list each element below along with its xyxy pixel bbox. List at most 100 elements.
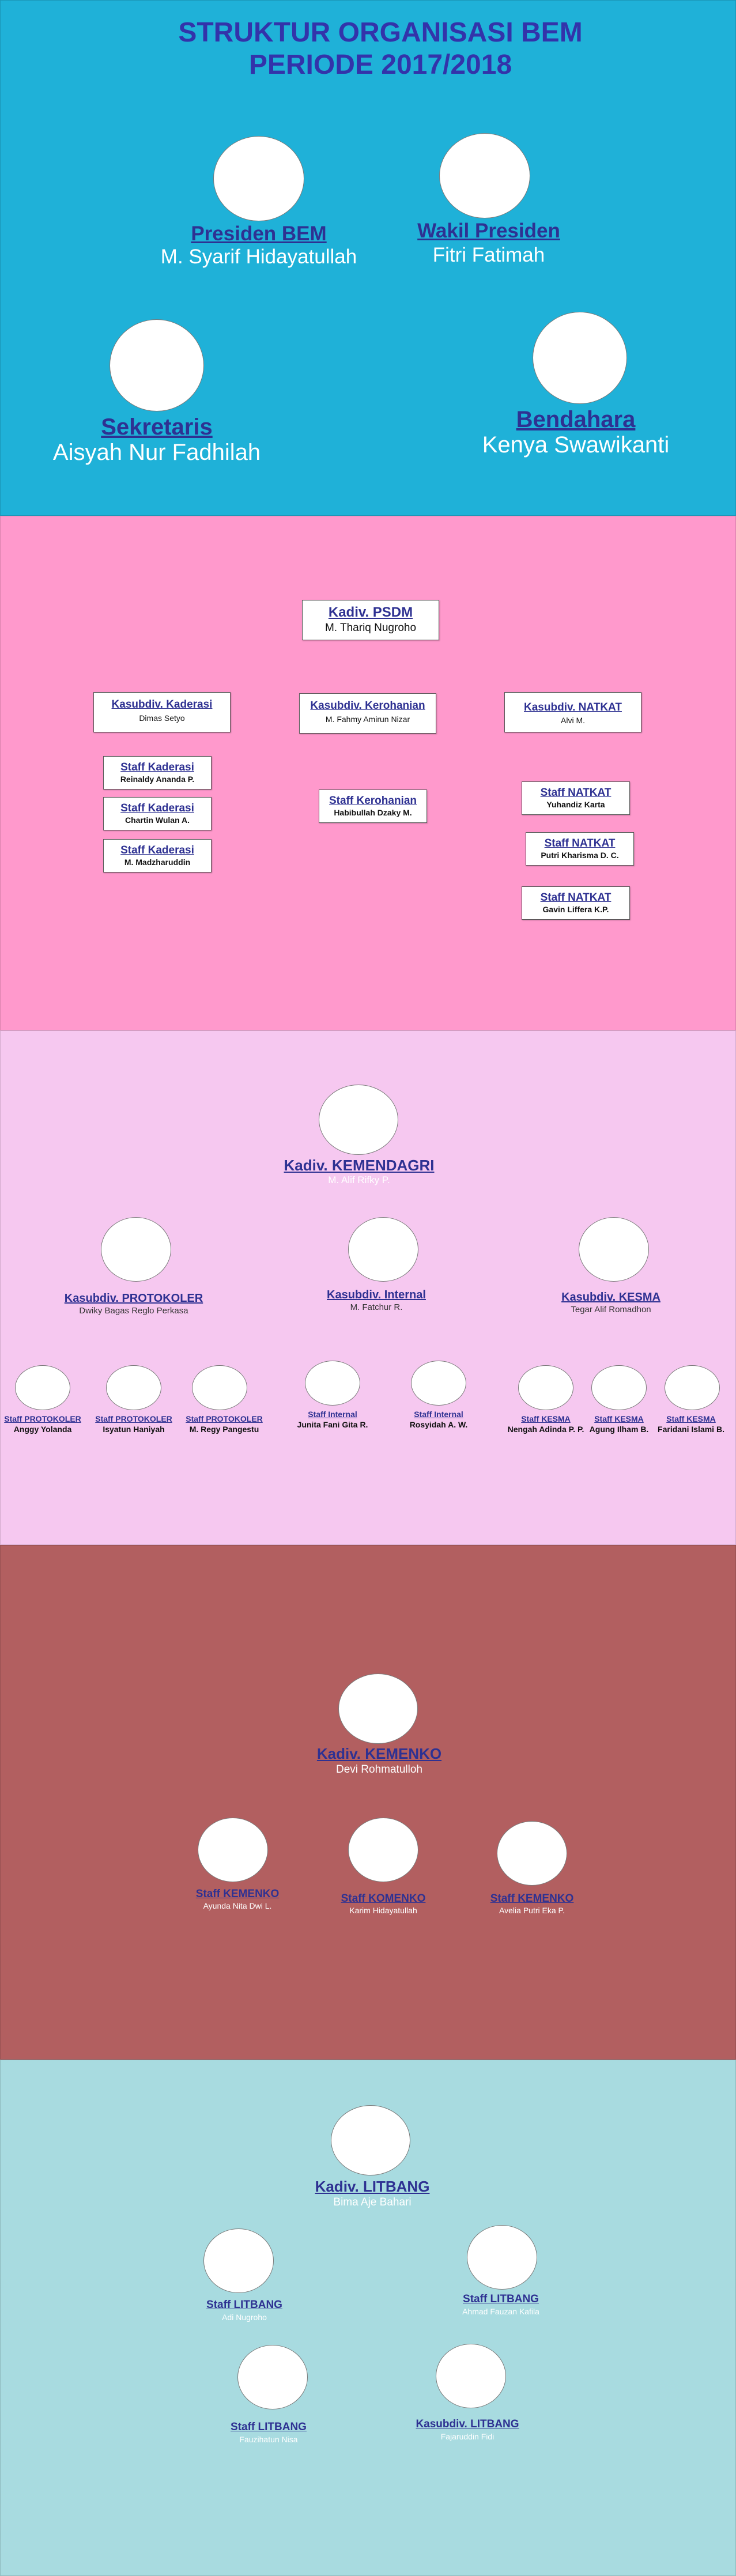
staff-kerohanian-role[interactable]: Staff Kerohanian [329, 795, 417, 807]
staff-role[interactable]: Staff PROTOKOLER [4, 1414, 81, 1423]
kasubdiv-kerohanian-name: M. Fahmy Amirun Nizar [325, 715, 410, 724]
litbang-member-photo [237, 2345, 308, 2409]
kadiv-litbang-card: Kadiv. LITBANG Bima Aje Bahari [315, 2178, 430, 2210]
staff-kaderasi-box: Staff Kaderasi Reinaldy Ananda P. [103, 756, 212, 790]
presiden-name: M. Syarif Hidayatullah [160, 245, 357, 268]
staff-kaderasi-role[interactable]: Staff Kaderasi [120, 761, 194, 773]
staff-kemenko-role[interactable]: Staff KEMENKO [490, 1893, 574, 1905]
staff-kaderasi-box: Staff Kaderasi M. Madzharuddin [103, 839, 212, 872]
staff-kerohanian-name: Habibullah Dzaky M. [334, 808, 412, 817]
staff-role[interactable]: Staff Internal [414, 1410, 463, 1419]
staff-kaderasi-role[interactable]: Staff Kaderasi [120, 802, 194, 814]
staff-photo [106, 1365, 161, 1410]
sekretaris-card: Sekretaris Aisyah Nur Fadhilah [53, 414, 261, 465]
staff-photo [15, 1365, 70, 1410]
kadiv-litbang-name: Bima Aje Bahari [333, 2196, 412, 2208]
litbang-member-name: Fauzihatun Nisa [239, 2435, 298, 2444]
staff-role[interactable]: Staff PROTOKOLER [95, 1414, 172, 1423]
sekretaris-role[interactable]: Sekretaris [101, 414, 213, 440]
staff-kemenko-role[interactable]: Staff KEMENKO [195, 1888, 280, 1900]
kasubdiv-protokoler-name: Dwiky Bagas Reglo Perkasa [79, 1306, 188, 1316]
wakil-presiden-card: Wakil Presiden Fitri Fatimah [417, 220, 560, 268]
wakil-presiden-name: Fitri Fatimah [432, 244, 545, 266]
presiden-photo [213, 136, 304, 221]
staff-role[interactable]: Staff KESMA [521, 1414, 571, 1423]
litbang-member-photo [467, 2225, 537, 2290]
kadiv-psdm-box: Kadiv. PSDM M. Thariq Nugroho [302, 600, 439, 640]
staff-natkat-role[interactable]: Staff NATKAT [544, 837, 616, 849]
staff-card: Staff Internal Rosyidah A. W. [410, 1409, 468, 1430]
staff-card: Staff KESMA Faridani Islami B. [658, 1414, 724, 1434]
staff-name: Agung Ilham B. [589, 1425, 649, 1434]
staff-natkat-box: Staff NATKAT Yuhandiz Karta [522, 781, 630, 815]
staff-kemenko-photo [497, 1821, 567, 1886]
kasubdiv-kerohanian-role[interactable]: Kasubdiv. Kerohanian [310, 700, 425, 712]
staff-name: Faridani Islami B. [658, 1425, 724, 1434]
staff-natkat-name: Putri Kharisma D. C. [541, 851, 619, 860]
staff-natkat-box: Staff NATKAT Gavin Liffera K.P. [522, 886, 630, 920]
litbang-member-photo [436, 2344, 506, 2408]
staff-name: Junita Fani Gita R. [297, 1420, 368, 1429]
staff-kemenko-name: Karim Hidayatullah [349, 1906, 417, 1915]
kasubdiv-natkat-name: Alvi M. [561, 716, 585, 725]
presiden-card: Presiden BEM M. Syarif Hidayatullah [161, 222, 357, 269]
wakil-presiden-photo [439, 133, 530, 218]
kadiv-kemenko-photo [338, 1674, 418, 1744]
section-pengurus-inti: STRUKTUR ORGANISASI BEM PERIODE 2017/201… [0, 0, 736, 516]
litbang-member-name: Ahmad Fauzan Kafila [462, 2307, 539, 2316]
kasubdiv-internal-role[interactable]: Kasubdiv. Internal [327, 1289, 426, 1301]
kadiv-litbang-role[interactable]: Kadiv. LITBANG [315, 2178, 430, 2195]
staff-card: Staff KESMA Nengah Adinda P. P. [508, 1414, 584, 1434]
staff-kemenko-name: Avelia Putri Eka P. [499, 1906, 565, 1915]
staff-natkat-role[interactable]: Staff NATKAT [540, 892, 612, 904]
kadiv-kemenko-role[interactable]: Kadiv. KEMENKO [316, 1745, 442, 1762]
kadiv-kemenko-card: Kadiv. KEMENKO Devi Rohmatulloh [317, 1745, 441, 1777]
kasubdiv-kesma-photo [579, 1217, 649, 1282]
section-kemenko: Kadiv. KEMENKO Devi Rohmatulloh Staff KE… [0, 1545, 736, 2060]
staff-role[interactable]: Staff Internal [308, 1410, 357, 1419]
staff-kemenko-card: Staff KEMENKO Avelia Putri Eka P. [490, 1893, 574, 1916]
bendahara-role[interactable]: Bendahara [516, 407, 636, 432]
staff-photo [192, 1365, 247, 1410]
staff-kaderasi-name: M. Madzharuddin [124, 858, 191, 867]
staff-kaderasi-name: Reinaldy Ananda P. [120, 775, 195, 784]
staff-kemenko-photo [348, 1818, 418, 1882]
presiden-role[interactable]: Presiden BEM [191, 222, 327, 245]
kasubdiv-protokoler-photo [101, 1217, 171, 1282]
kasubdiv-protokoler-role[interactable]: Kasubdiv. PROTOKOLER [64, 1292, 203, 1305]
kadiv-psdm-name: M. Thariq Nugroho [324, 622, 417, 634]
kadiv-kemendagri-role[interactable]: Kadiv. KEMENDAGRI [284, 1157, 435, 1174]
litbang-member-card: Staff LITBANG Fauzihatun Nisa [231, 2421, 307, 2445]
kadiv-kemendagri-photo [319, 1085, 398, 1155]
kadiv-psdm-role[interactable]: Kadiv. PSDM [328, 605, 413, 620]
kasubdiv-kaderasi-role[interactable]: Kasubdiv. Kaderasi [111, 698, 213, 711]
litbang-member-card: Kasubdiv. LITBANG Fajaruddin Fidi [416, 2418, 519, 2442]
kasubdiv-natkat-role[interactable]: Kasubdiv. NATKAT [524, 701, 622, 713]
litbang-member-name: Fajaruddin Fidi [440, 2432, 495, 2441]
staff-name: Nengah Adinda P. P. [507, 1425, 584, 1434]
staff-kerohanian-box: Staff Kerohanian Habibullah Dzaky M. [319, 790, 427, 823]
litbang-member-role[interactable]: Staff LITBANG [231, 2421, 307, 2433]
staff-role[interactable]: Staff KESMA [594, 1414, 644, 1423]
kasubdiv-kesma-role[interactable]: Kasubdiv. KESMA [561, 1291, 660, 1304]
litbang-member-role[interactable]: Kasubdiv. LITBANG [416, 2418, 519, 2430]
litbang-member-role[interactable]: Staff LITBANG [206, 2299, 282, 2311]
staff-card: Staff PROTOKOLER Isyatun Haniyah [95, 1414, 172, 1434]
litbang-member-role[interactable]: Staff LITBANG [463, 2293, 539, 2305]
staff-kaderasi-role[interactable]: Staff Kaderasi [120, 844, 194, 856]
kasubdiv-kaderasi-name: Dimas Setyo [139, 713, 185, 723]
sekretaris-photo [110, 319, 204, 411]
staff-role[interactable]: Staff KESMA [666, 1414, 716, 1423]
kasubdiv-internal-card: Kasubdiv. Internal M. Fatchur R. [327, 1288, 426, 1313]
litbang-member-photo [203, 2228, 274, 2293]
staff-role[interactable]: Staff PROTOKOLER [186, 1414, 263, 1423]
litbang-member-name: Adi Nugroho [222, 2313, 267, 2322]
page-title-line2: PERIODE 2017/2018 [248, 50, 512, 80]
staff-card: Staff PROTOKOLER M. Regy Pangestu [186, 1414, 263, 1434]
staff-kemenko-role[interactable]: Staff KOMENKO [341, 1893, 426, 1905]
wakil-presiden-role[interactable]: Wakil Presiden [417, 220, 560, 242]
staff-natkat-role[interactable]: Staff NATKAT [540, 787, 612, 799]
page-title: STRUKTUR ORGANISASI BEM PERIODE 2017/201… [178, 17, 582, 81]
staff-name: M. Regy Pangestu [189, 1425, 259, 1434]
bendahara-name: Kenya Swawikanti [482, 432, 670, 458]
